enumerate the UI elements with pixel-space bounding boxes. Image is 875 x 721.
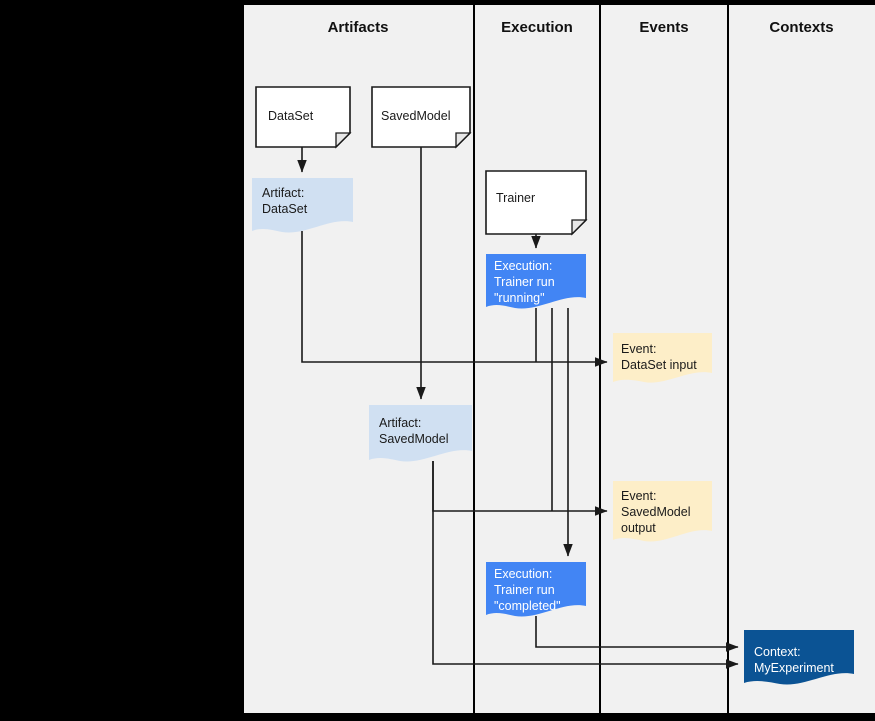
node-context-myexperiment[interactable]	[744, 630, 854, 685]
node-execution-running[interactable]	[486, 254, 586, 309]
node-document-dataset[interactable]	[255, 86, 352, 149]
connector-artifact-savedmodel-to-context	[432, 461, 739, 669]
connector-execution-completed-to-context	[535, 616, 739, 652]
connector-artifact-dataset-to-event	[301, 231, 608, 367]
node-document-savedmodel[interactable]	[371, 86, 472, 149]
lane-title-contexts: Contexts	[769, 19, 834, 36]
node-artifact-savedmodel[interactable]	[369, 405, 472, 462]
node-execution-completed[interactable]	[486, 562, 586, 617]
node-event-dataset-input[interactable]	[613, 333, 712, 383]
lane-title-artifacts: Artifacts	[327, 19, 389, 36]
node-document-trainer[interactable]	[485, 170, 588, 236]
node-artifact-dataset[interactable]	[252, 178, 353, 233]
lane-title-events: Events	[639, 19, 689, 36]
node-event-savedmodel-output[interactable]	[613, 481, 712, 542]
lane-title-execution: Execution	[501, 19, 573, 36]
connector-layer	[297, 147, 739, 669]
connector-artifact-savedmodel-to-event	[432, 461, 608, 516]
